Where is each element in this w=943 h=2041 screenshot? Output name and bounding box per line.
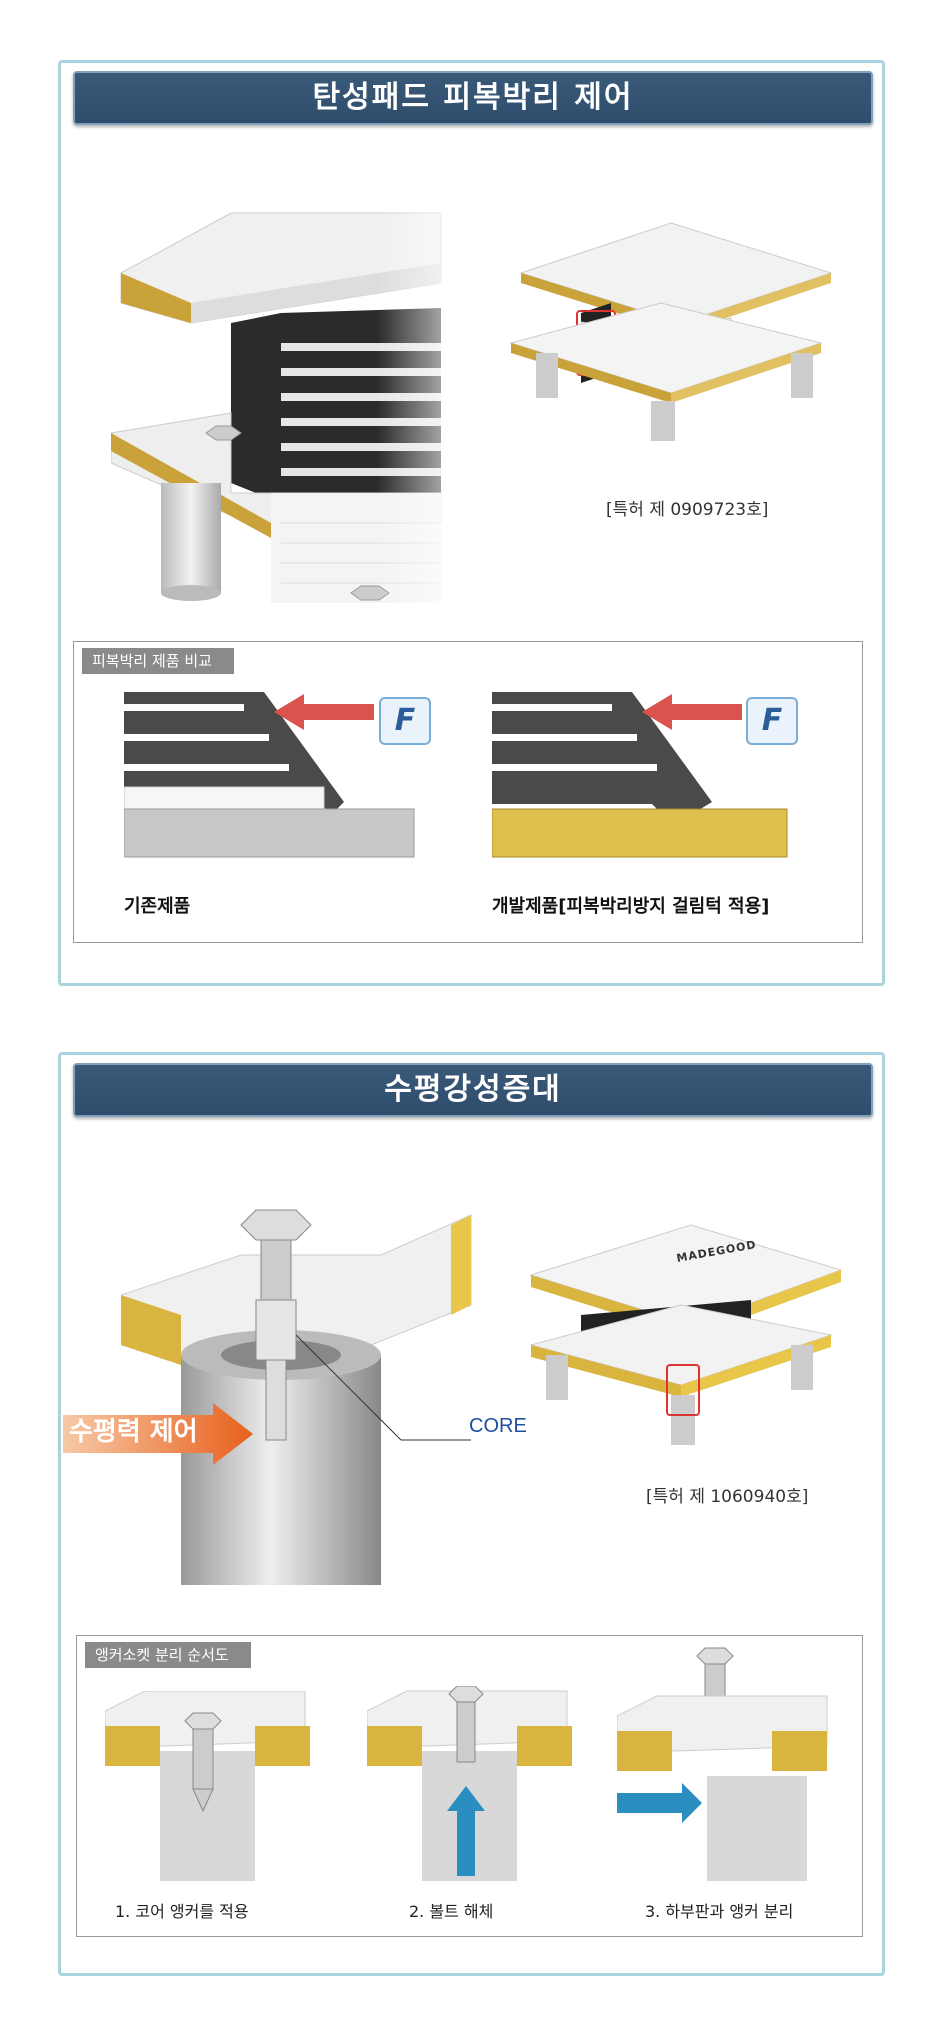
developed-product-diagram xyxy=(492,692,788,858)
core-label: CORE xyxy=(469,1415,527,1437)
sequence-box: 앵커소켓 분리 순서도 1. 코어 앵커를 적용 2. 볼트 해체 xyxy=(76,1635,863,1937)
horizontal-control-label: 수평력 제어 xyxy=(69,1417,198,1447)
force-badge-existing: F xyxy=(379,697,431,745)
comparison-tab: 피복박리 제품 비교 xyxy=(82,648,234,674)
step-3-label: 3. 하부판과 앵커 분리 xyxy=(645,1902,794,1921)
sequence-tab: 앵커소켓 분리 순서도 xyxy=(85,1642,251,1668)
existing-product-diagram xyxy=(124,692,415,858)
bearing-isometric-illustration xyxy=(529,1224,843,1445)
step-1-label: 1. 코어 앵커를 적용 xyxy=(115,1902,249,1921)
step3-illustration xyxy=(617,1647,828,1881)
developed-product-label: 개발제품[피복박리방지 걸림턱 적용] xyxy=(492,896,770,917)
step2-illustration xyxy=(367,1686,572,1881)
existing-product-label: 기존제품 xyxy=(124,896,191,917)
patent-caption: [특허 제 0909723호] xyxy=(606,500,769,520)
horizontal-force-arrow xyxy=(63,1403,253,1465)
comparison-box: 피복박리 제품 비교 F 기존제품 xyxy=(73,641,863,943)
step1-illustration xyxy=(105,1691,310,1881)
step-2-label: 2. 볼트 해체 xyxy=(409,1902,494,1921)
patent-caption: [특허 제 1060940호] xyxy=(646,1487,809,1507)
section-elastic-pad: 탄성패드 피복박리 제어 xyxy=(58,60,885,986)
core-anchor-illustration xyxy=(121,1209,472,1585)
section-horizontal-stiffness: 수평강성증대 CORE 수평력 제어 xyxy=(58,1052,885,1976)
force-badge-developed: F xyxy=(746,697,798,745)
section-title: 수평강성증대 xyxy=(73,1063,873,1117)
bearing-closeup-illustration xyxy=(111,193,491,613)
bearing-cutaway-illustration xyxy=(509,222,833,441)
section-title: 탄성패드 피복박리 제어 xyxy=(73,71,873,125)
